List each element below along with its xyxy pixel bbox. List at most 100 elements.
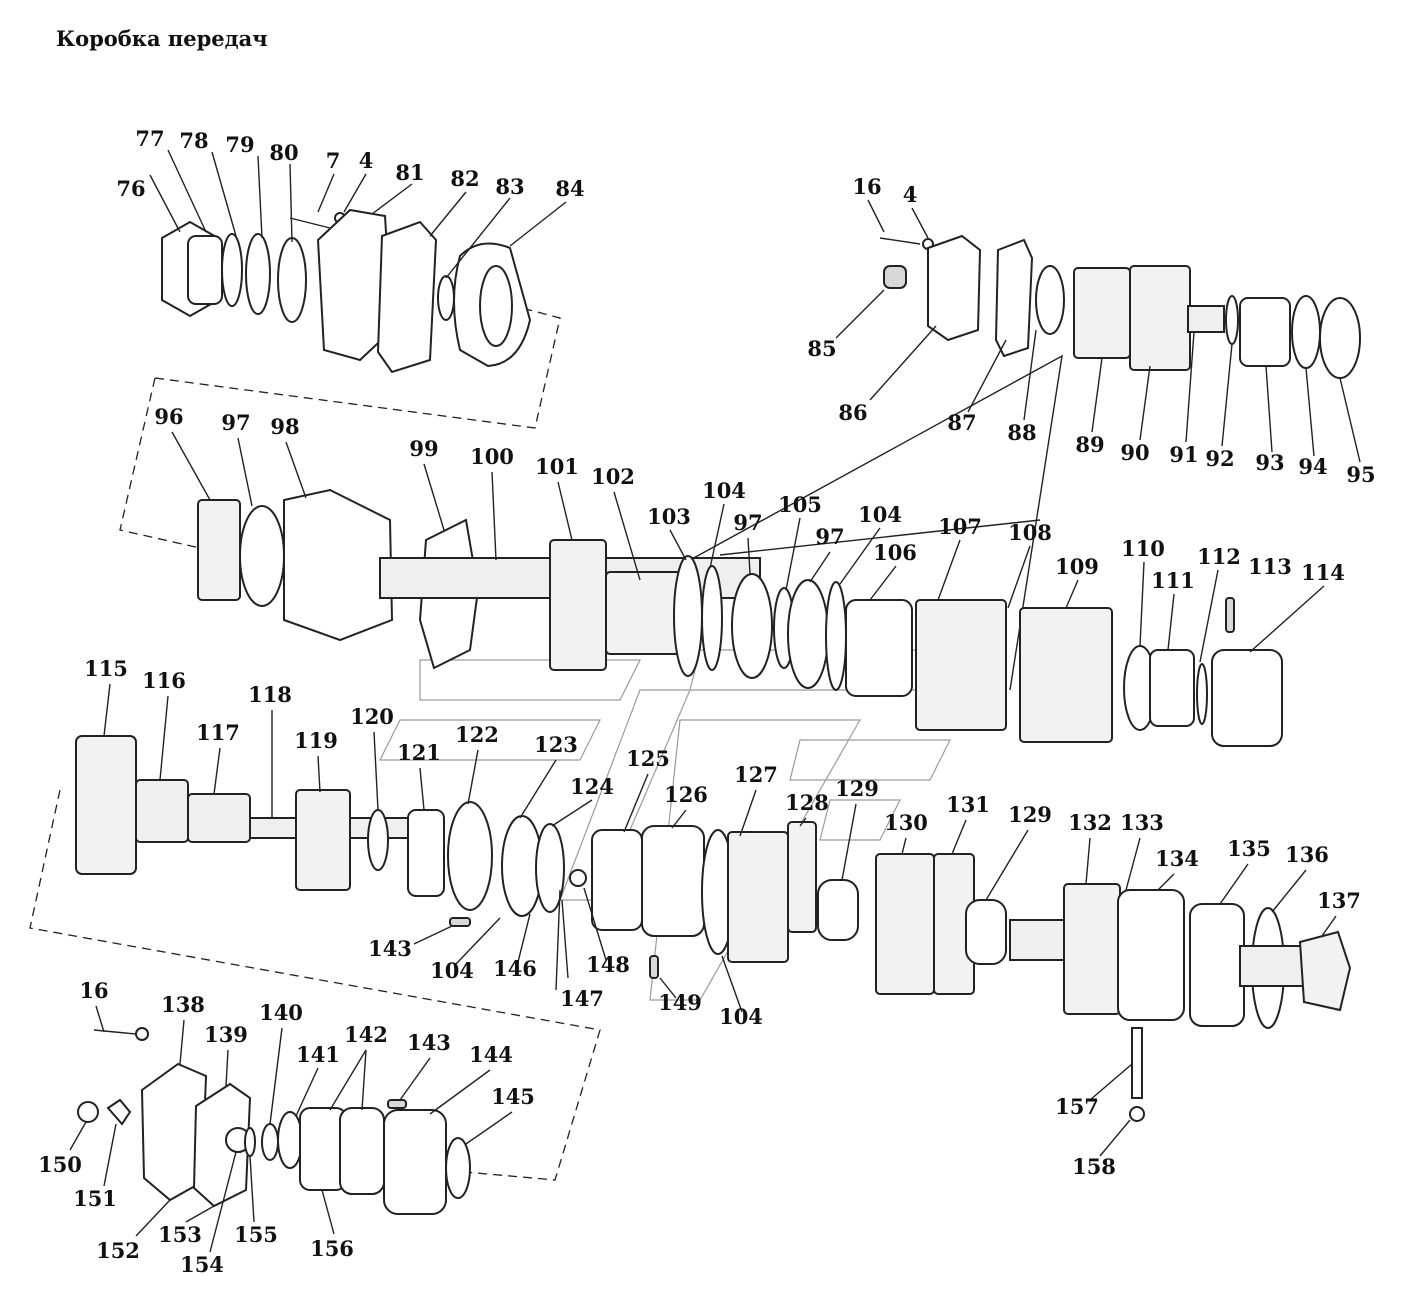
ring-129a xyxy=(817,879,859,941)
bearing-97b xyxy=(731,573,773,679)
row3-counter-shaft xyxy=(75,683,1352,1157)
gear-107 xyxy=(915,599,1007,731)
callout-c105: 105 xyxy=(778,492,822,517)
callout-c145: 145 xyxy=(491,1084,535,1109)
bolt-16 xyxy=(879,237,921,245)
callout-c90: 90 xyxy=(1120,440,1149,465)
callout-c143a: 143 xyxy=(368,936,412,961)
row1-right-assembly xyxy=(835,199,1361,463)
shaft-91 xyxy=(1187,305,1225,333)
callout-c116: 116 xyxy=(142,668,186,693)
shaft-137 xyxy=(1239,945,1311,987)
callout-c7a: 7 xyxy=(326,148,341,173)
callout-c106: 106 xyxy=(873,540,917,565)
gear-89 xyxy=(1073,267,1131,359)
callout-c4a: 4 xyxy=(359,148,374,173)
callout-c103: 103 xyxy=(647,504,691,529)
callout-c104a: 104 xyxy=(702,478,746,503)
race-126 xyxy=(641,825,705,937)
callout-c127: 127 xyxy=(734,762,778,787)
bearing-125 xyxy=(591,829,643,931)
gear-133 xyxy=(1063,883,1121,1015)
callout-c80: 80 xyxy=(269,140,298,165)
callout-c83: 83 xyxy=(495,174,524,199)
callout-c150: 150 xyxy=(38,1152,82,1177)
page-title: Коробка передач xyxy=(56,26,268,51)
gear-127 xyxy=(727,831,789,963)
callout-c139: 139 xyxy=(204,1022,248,1047)
callout-c81: 81 xyxy=(395,160,424,185)
callout-c114: 114 xyxy=(1301,560,1345,585)
ring-124 xyxy=(535,823,565,913)
callout-c87: 87 xyxy=(947,410,976,435)
callout-c16b: 16 xyxy=(79,978,108,1003)
callout-c94: 94 xyxy=(1298,454,1327,479)
callout-c92: 92 xyxy=(1205,446,1234,471)
callout-c138: 138 xyxy=(161,992,205,1017)
callout-c117: 117 xyxy=(196,720,240,745)
callout-c122: 122 xyxy=(455,722,499,747)
callout-c107: 107 xyxy=(938,514,982,539)
callout-c111: 111 xyxy=(1151,568,1195,593)
callout-c146: 146 xyxy=(493,956,537,981)
callout-c133: 133 xyxy=(1120,810,1164,835)
race-95 xyxy=(1319,297,1361,379)
callout-c97a: 97 xyxy=(221,410,250,435)
ring-120 xyxy=(367,809,389,871)
callout-c149: 149 xyxy=(658,990,702,1015)
callout-c77: 77 xyxy=(135,126,164,151)
row1-input-assembly xyxy=(149,149,567,374)
callout-c158: 158 xyxy=(1072,1154,1116,1179)
callout-c154: 154 xyxy=(180,1252,224,1277)
gasket-87 xyxy=(994,238,1034,358)
callout-c96: 96 xyxy=(154,404,183,429)
bearing-135 xyxy=(1189,903,1245,1027)
callout-c78: 78 xyxy=(179,128,208,153)
callout-c120: 120 xyxy=(350,704,394,729)
gasket-82 xyxy=(376,220,438,374)
plug-85 xyxy=(883,265,907,289)
seal-83 xyxy=(437,275,455,321)
ring-92 xyxy=(1225,295,1239,345)
callout-c104d: 104 xyxy=(719,1004,763,1029)
callout-c157: 157 xyxy=(1055,1094,1099,1119)
pin-113 xyxy=(1225,597,1235,633)
callout-c109: 109 xyxy=(1055,554,1099,579)
bearing-88 xyxy=(1035,265,1065,335)
ring-112 xyxy=(1196,663,1208,725)
gear-90 xyxy=(1129,265,1191,371)
callout-c4b: 4 xyxy=(903,182,918,207)
callout-c152: 152 xyxy=(96,1238,140,1263)
callout-c129b: 129 xyxy=(1008,802,1052,827)
ring-129b xyxy=(965,899,1007,965)
callout-c89: 89 xyxy=(1075,432,1104,457)
callout-c128: 128 xyxy=(785,790,829,815)
callout-c100: 100 xyxy=(470,444,514,469)
callout-c95: 95 xyxy=(1346,462,1375,487)
callout-c118: 118 xyxy=(248,682,292,707)
ring-122 xyxy=(447,801,493,911)
callout-c102: 102 xyxy=(591,464,635,489)
bearing-111 xyxy=(1149,649,1195,727)
assembly-dashed-lines xyxy=(29,307,1063,1181)
ring-103 xyxy=(673,555,703,677)
callout-c125: 125 xyxy=(626,746,670,771)
callout-c82: 82 xyxy=(450,166,479,191)
callout-c142: 142 xyxy=(344,1022,388,1047)
gear-128 xyxy=(787,821,817,933)
callout-c76: 76 xyxy=(116,176,145,201)
race-114 xyxy=(1211,649,1283,747)
gasket-139 xyxy=(192,1082,252,1208)
callout-c121: 121 xyxy=(397,740,441,765)
callout-c97c: 97 xyxy=(815,524,844,549)
callout-c135: 135 xyxy=(1227,836,1271,861)
pin-143a xyxy=(449,917,471,927)
callout-c123: 123 xyxy=(534,732,578,757)
callout-c132: 132 xyxy=(1068,810,1112,835)
callout-c126: 126 xyxy=(664,782,708,807)
bolt-16b xyxy=(93,1029,137,1035)
callout-c147: 147 xyxy=(560,986,604,1011)
